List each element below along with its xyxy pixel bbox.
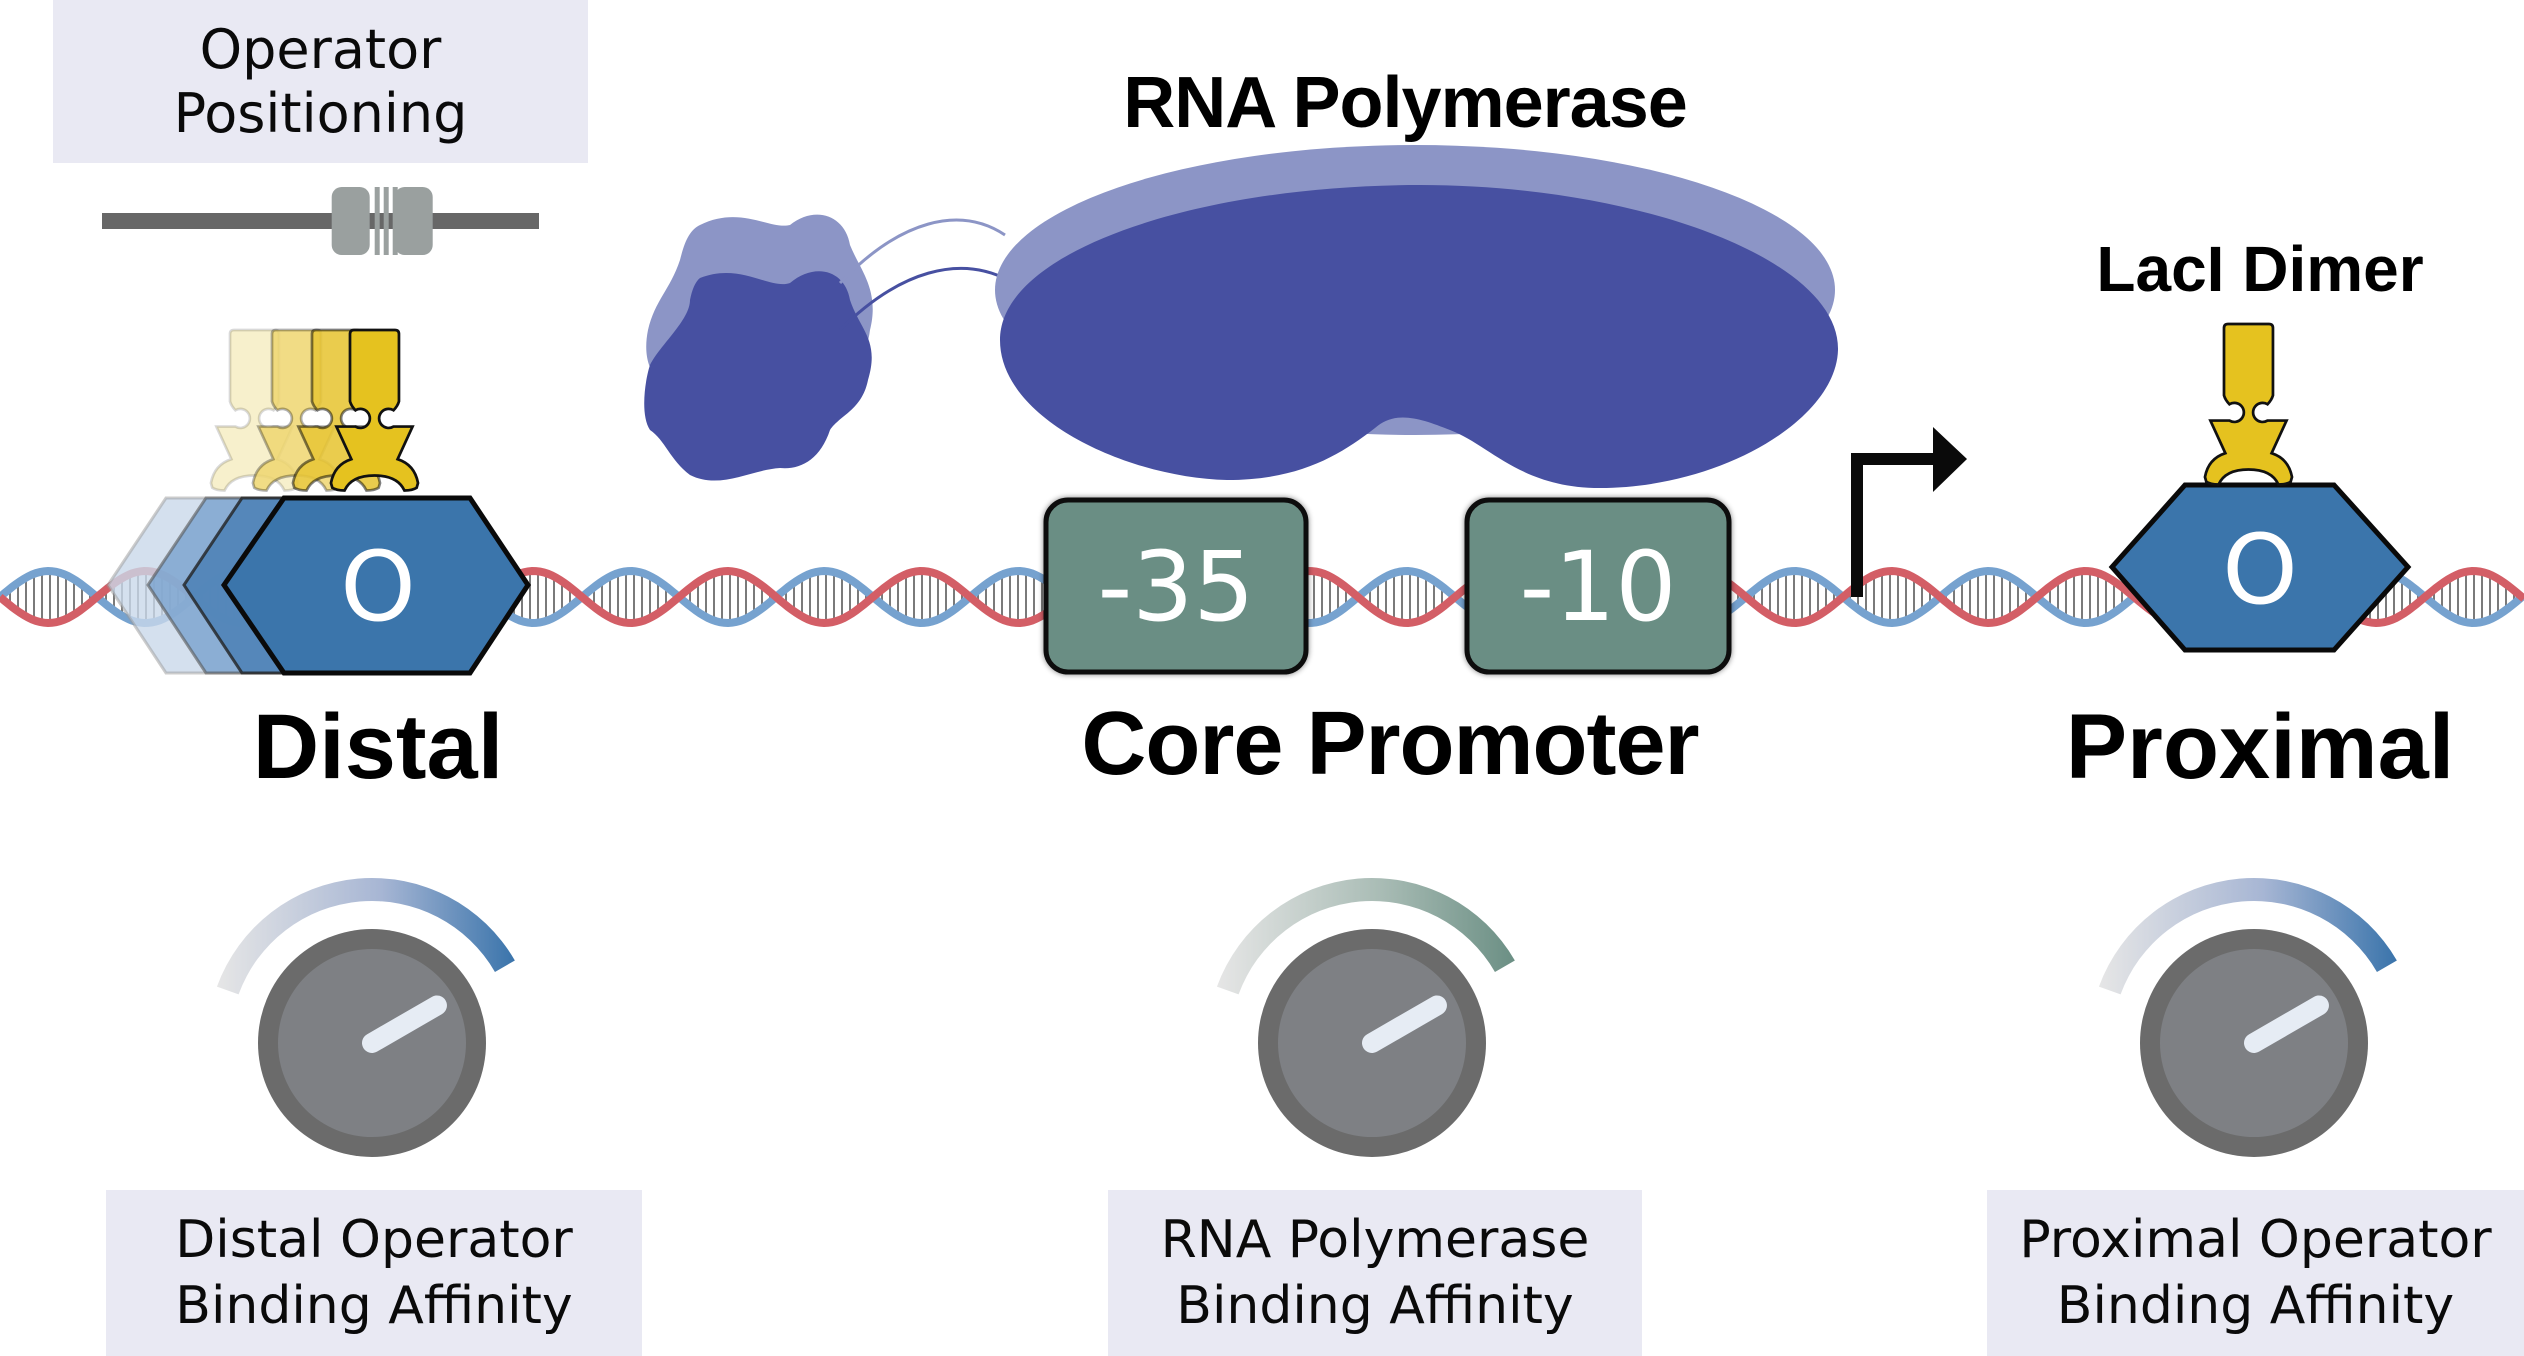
operator-positioning-line1: Operator [199,17,442,81]
proximal-affinity-line1: Proximal Operator [2019,1210,2492,1270]
rnap-affinity-line2: Binding Affinity [1176,1276,1574,1336]
rna-polymerase-title: RNA Polymerase [1123,63,1688,143]
proximal-title: Proximal [2065,696,2455,798]
proximal-affinity-label: Proximal Operator Binding Affinity [1987,1190,2524,1356]
operator-positioning-label: Operator Positioning [53,0,588,163]
laci-dimer-distal [329,328,420,492]
transcription-start-arrow-icon [1851,427,1967,597]
knob-proximal[interactable] [2098,877,2397,1157]
knob-distal[interactable] [216,878,515,1157]
knob-level-arc [216,878,515,995]
knob-level-arc [1216,878,1515,995]
minus10-element [1464,497,1732,675]
knob-rnap[interactable] [1216,878,1515,1157]
sigma-linker-front [838,267,1009,332]
sigma-factor [644,214,873,481]
slider-handle[interactable] [331,187,433,255]
distal-affinity-label: Distal Operator Binding Affinity [106,1190,642,1356]
laci-dimer-title: LacI Dimer [2096,233,2424,305]
slider-track [102,213,539,229]
knob-level-arc [2098,877,2397,995]
rnap-affinity-label: RNA Polymerase Binding Affinity [1108,1190,1642,1356]
proximal-operator-letter: O [2222,514,2298,626]
knob-pointer [1362,995,1447,1053]
distal-affinity-line1: Distal Operator [175,1210,573,1270]
knob-pointer [2244,995,2329,1053]
rna-polymerase [644,145,1839,488]
distal-affinity-line2: Binding Affinity [175,1276,573,1336]
knob-pointer [362,995,447,1053]
distal-operator-letter: O [340,531,416,643]
minus35-label: -35 [1098,531,1255,643]
laci-dimer-proximal [2203,322,2294,486]
proximal-operator [2108,482,2412,653]
rnap-affinity-line1: RNA Polymerase [1160,1210,1590,1270]
polymerase-core [1000,185,1839,488]
minus35-element [1043,497,1309,675]
minus10-label: -10 [1520,531,1677,643]
proximal-affinity-line2: Binding Affinity [2056,1276,2455,1336]
operator-positioning-slider[interactable] [102,187,539,255]
core-promoter-title: Core Promoter [1081,694,1699,794]
operator-positioning-line2: Positioning [173,81,468,145]
distal-title: Distal [252,696,504,798]
sigma-linker-back [838,218,1006,285]
distal-operator [220,495,531,676]
